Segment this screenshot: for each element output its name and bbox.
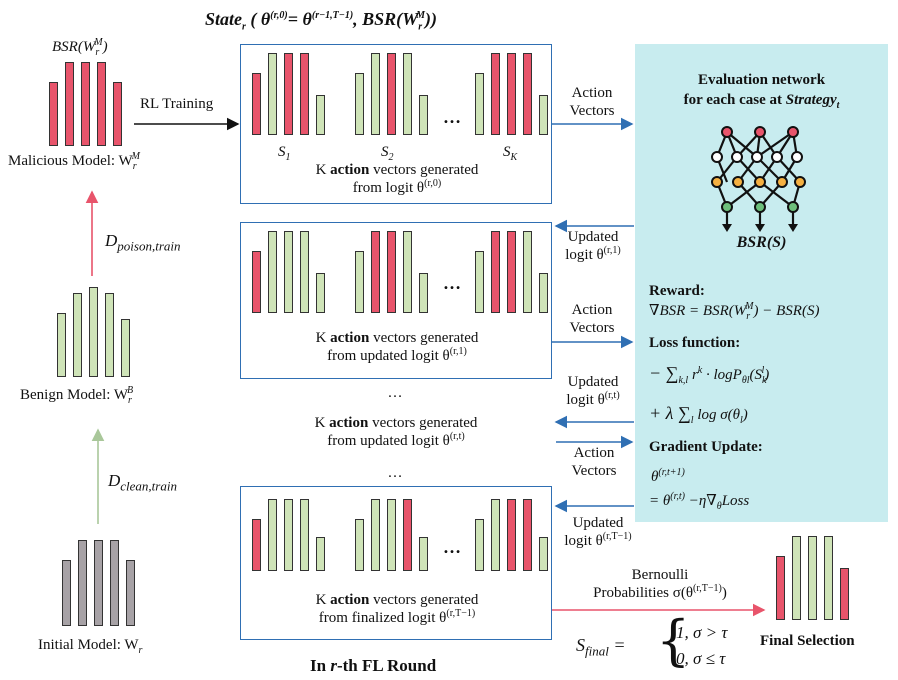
evaluation-panel: Evaluation network for each case at Stra… — [635, 44, 888, 522]
vdots-2: … — [387, 465, 403, 481]
initial-model-label: Initial Model: Wr — [38, 637, 143, 656]
box2-ellipsis: … — [443, 273, 462, 293]
poison-train-label: Dpoison,train — [105, 231, 181, 254]
action-box-1: … S1 S2 SK K action vectors generated fr… — [240, 44, 552, 204]
box2-bars — [241, 231, 553, 313]
loss-heading: Loss function: — [649, 335, 741, 351]
action-box-2: … K action vectors generated from update… — [240, 222, 552, 379]
s2-label: S2 — [381, 144, 394, 163]
reward-heading: Reward: — [649, 283, 705, 299]
gradient-equation-1: θ(r,t+1) — [651, 467, 685, 486]
box1-ellipsis: … — [443, 107, 462, 127]
box2-caption: K action vectors generated from updated … — [315, 330, 479, 364]
box1-caption: K action vectors generated from logit θ(… — [315, 162, 479, 196]
s-final-equation: Sfinal = — [576, 635, 626, 659]
footer-round-label: In r-th FL Round — [310, 656, 437, 675]
bsr-malicious-label: BSR(WrM) — [52, 37, 108, 58]
box3-caption: K action vectors generated from finalize… — [315, 592, 479, 626]
loss-equation-1: − ∑k,l rk · logPθl(Skl) — [649, 363, 770, 386]
sk-label: SK — [503, 144, 518, 163]
vdots-1: … — [387, 385, 403, 401]
cases-brace: { — [656, 609, 691, 672]
box3-bars — [241, 497, 553, 571]
benign-model-bars — [53, 287, 143, 377]
box3-ellipsis: … — [443, 537, 462, 557]
neural-network-icon — [711, 126, 806, 232]
malicious-model-bars — [45, 60, 125, 146]
diagram-title: Stater ( θ(r,0)= θ(r−1,T−1), BSR(WrM)) — [205, 9, 437, 33]
mid-caption: K action vectors generated from updated … — [314, 415, 478, 449]
benign-model-label: Benign Model: WrB — [20, 385, 134, 406]
clean-train-label: Dclean,train — [108, 471, 177, 494]
malicious-model-label: Malicious Model: WrM — [8, 151, 140, 172]
case-1: 1, σ > τ — [676, 623, 728, 642]
s1-label: S1 — [278, 144, 291, 163]
rl-training-label: RL Training — [140, 96, 214, 112]
final-selection-bars — [772, 534, 852, 620]
box1-bars — [241, 53, 553, 135]
initial-model-bars — [58, 540, 148, 626]
gradient-heading: Gradient Update: — [649, 439, 763, 455]
gradient-equation-2: = θ(r,t) −η∇θLoss — [649, 491, 750, 512]
eval-title: Evaluation network for each case at Stra… — [683, 72, 840, 111]
bsr-s-label: BSR(S) — [736, 234, 787, 251]
case-2: 0, σ ≤ τ — [676, 649, 726, 668]
action-box-3: … K action vectors generated from finali… — [240, 486, 552, 640]
final-selection-label: Final Selection — [760, 633, 855, 649]
reward-equation: ∇BSR = BSR(WrM) − BSR(S) — [649, 301, 820, 322]
loss-equation-2: + λ ∑l log σ(θl) — [649, 403, 748, 426]
